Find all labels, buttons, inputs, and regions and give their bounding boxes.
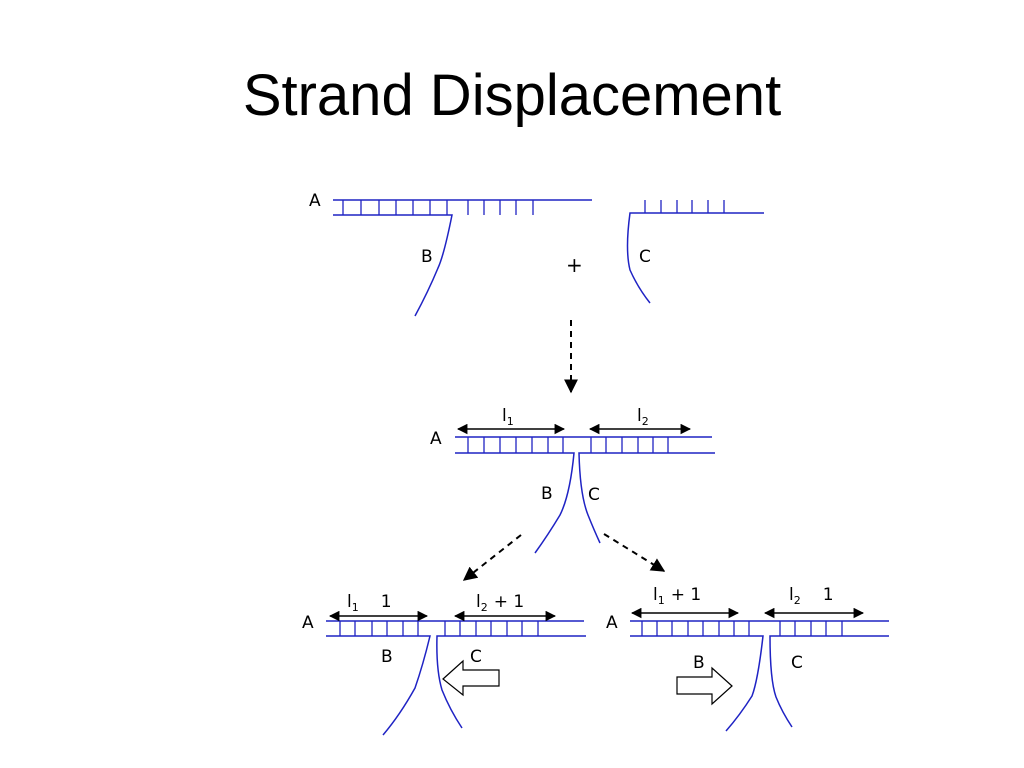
panel-bound: l1 l2 A B C: [430, 406, 715, 554]
label-strand-a: A: [430, 429, 442, 449]
slide-title: Strand Displacement: [242, 63, 782, 128]
label-strand-c: C: [791, 653, 803, 673]
label-strand-b: B: [541, 484, 553, 504]
label-strand-a: A: [302, 613, 314, 633]
base-pairs: [339, 621, 539, 636]
label-strand-c: C: [470, 647, 482, 667]
span-label-l2: l2: [637, 406, 649, 428]
span-label-l2-plus-1: l2+ 1: [476, 592, 524, 614]
label-strand-a: A: [606, 613, 618, 633]
strand-b-complex: [333, 200, 534, 317]
base-pairs: [467, 437, 669, 453]
reaction-arrow-right: [603, 533, 666, 572]
label-strand-b: B: [381, 647, 393, 667]
label-strand-c: C: [588, 485, 600, 505]
panel-initial: A B C +: [309, 191, 764, 317]
span-label-l1-plus-1: l1+ 1: [653, 585, 701, 607]
label-strand-b: B: [693, 653, 705, 673]
label-strand-b: B: [421, 247, 433, 267]
base-pairs: [342, 200, 534, 215]
reaction-arrow-left: [462, 534, 522, 581]
strand-c-invader: [626, 200, 764, 304]
hollow-arrow-left-icon: [442, 659, 500, 697]
base-pairs: [641, 621, 843, 636]
label-strand-a: A: [309, 191, 321, 211]
plus-sign: +: [566, 253, 583, 277]
label-strand-c: C: [639, 247, 651, 267]
hollow-arrow-right-icon: [676, 666, 733, 706]
span-label-l1: l1: [502, 406, 514, 428]
toehold-bases: [644, 200, 725, 213]
